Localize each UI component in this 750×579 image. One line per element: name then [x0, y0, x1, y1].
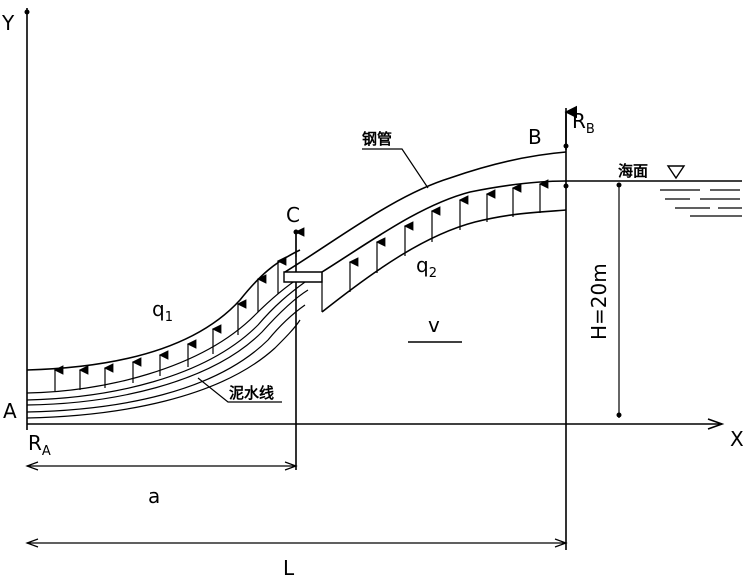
v-label: v — [428, 313, 440, 337]
point-b-label: B — [528, 125, 542, 149]
h-dim-label: H=20m — [587, 263, 611, 340]
y-axis-label: Y — [1, 11, 15, 35]
steel-pipe-label: 钢管 — [362, 130, 392, 148]
labels: A RA B RB C q1 q2 v 钢管 海面 泥水线 — [3, 109, 648, 459]
water-level-triangle — [666, 165, 686, 180]
steel-pipe-leader — [362, 148, 429, 189]
a-dimension: a — [25, 461, 298, 508]
l-dim-label: L — [283, 556, 295, 579]
point-c-label: C — [286, 203, 300, 227]
a-dim-arrow-right — [284, 461, 298, 471]
h-dim-bottom-dot — [616, 412, 622, 418]
pipe-cb-top — [284, 151, 567, 273]
x-axis-arrow — [707, 418, 725, 430]
x-axis-label: X — [730, 427, 744, 451]
sea-surface-label: 海面 — [618, 162, 648, 180]
pipe-cb-bottom — [321, 209, 567, 313]
joint-c — [283, 227, 323, 470]
pipe-ac-bottom-3 — [26, 304, 306, 413]
y-axis-top-dot — [24, 9, 30, 15]
sea — [566, 165, 742, 217]
c-dot — [293, 229, 299, 235]
pipe-ac-bottom-1 — [26, 281, 306, 401]
pipe-cb-load-top — [321, 180, 567, 273]
l-dimension: L — [25, 538, 568, 579]
bed-line-label: 泥水线 — [229, 384, 274, 402]
q2-label: q2 — [416, 253, 437, 281]
callout-leaders — [197, 148, 462, 403]
point-a-label: A — [3, 399, 17, 423]
bed-line-leader — [197, 377, 282, 403]
l-dim-arrow-left — [25, 538, 39, 548]
joint-box — [283, 271, 323, 283]
a-dim-arrow-left — [25, 461, 39, 471]
support-b — [563, 105, 578, 550]
b-bottom-dot — [563, 183, 569, 189]
l-dim-arrow-right — [554, 538, 568, 548]
ra-label: RA — [28, 431, 51, 459]
rb-label: RB — [572, 109, 595, 137]
q1-label: q1 — [152, 297, 173, 325]
pipe-ac-load-base — [26, 275, 303, 394]
b-dot — [563, 143, 569, 149]
height-dimension: H=20m — [587, 182, 622, 418]
pipe-segment-cb — [284, 151, 567, 313]
axes: Y X — [1, 8, 744, 451]
q1-load-arrows — [53, 256, 287, 391]
a-dim-label: a — [148, 484, 160, 508]
q2-load-arrows — [348, 179, 549, 292]
h-dim-top-dot — [616, 182, 622, 188]
pipe-ac-bottom-4 — [26, 319, 301, 419]
pipe-ac-bottom-2 — [26, 289, 309, 406]
